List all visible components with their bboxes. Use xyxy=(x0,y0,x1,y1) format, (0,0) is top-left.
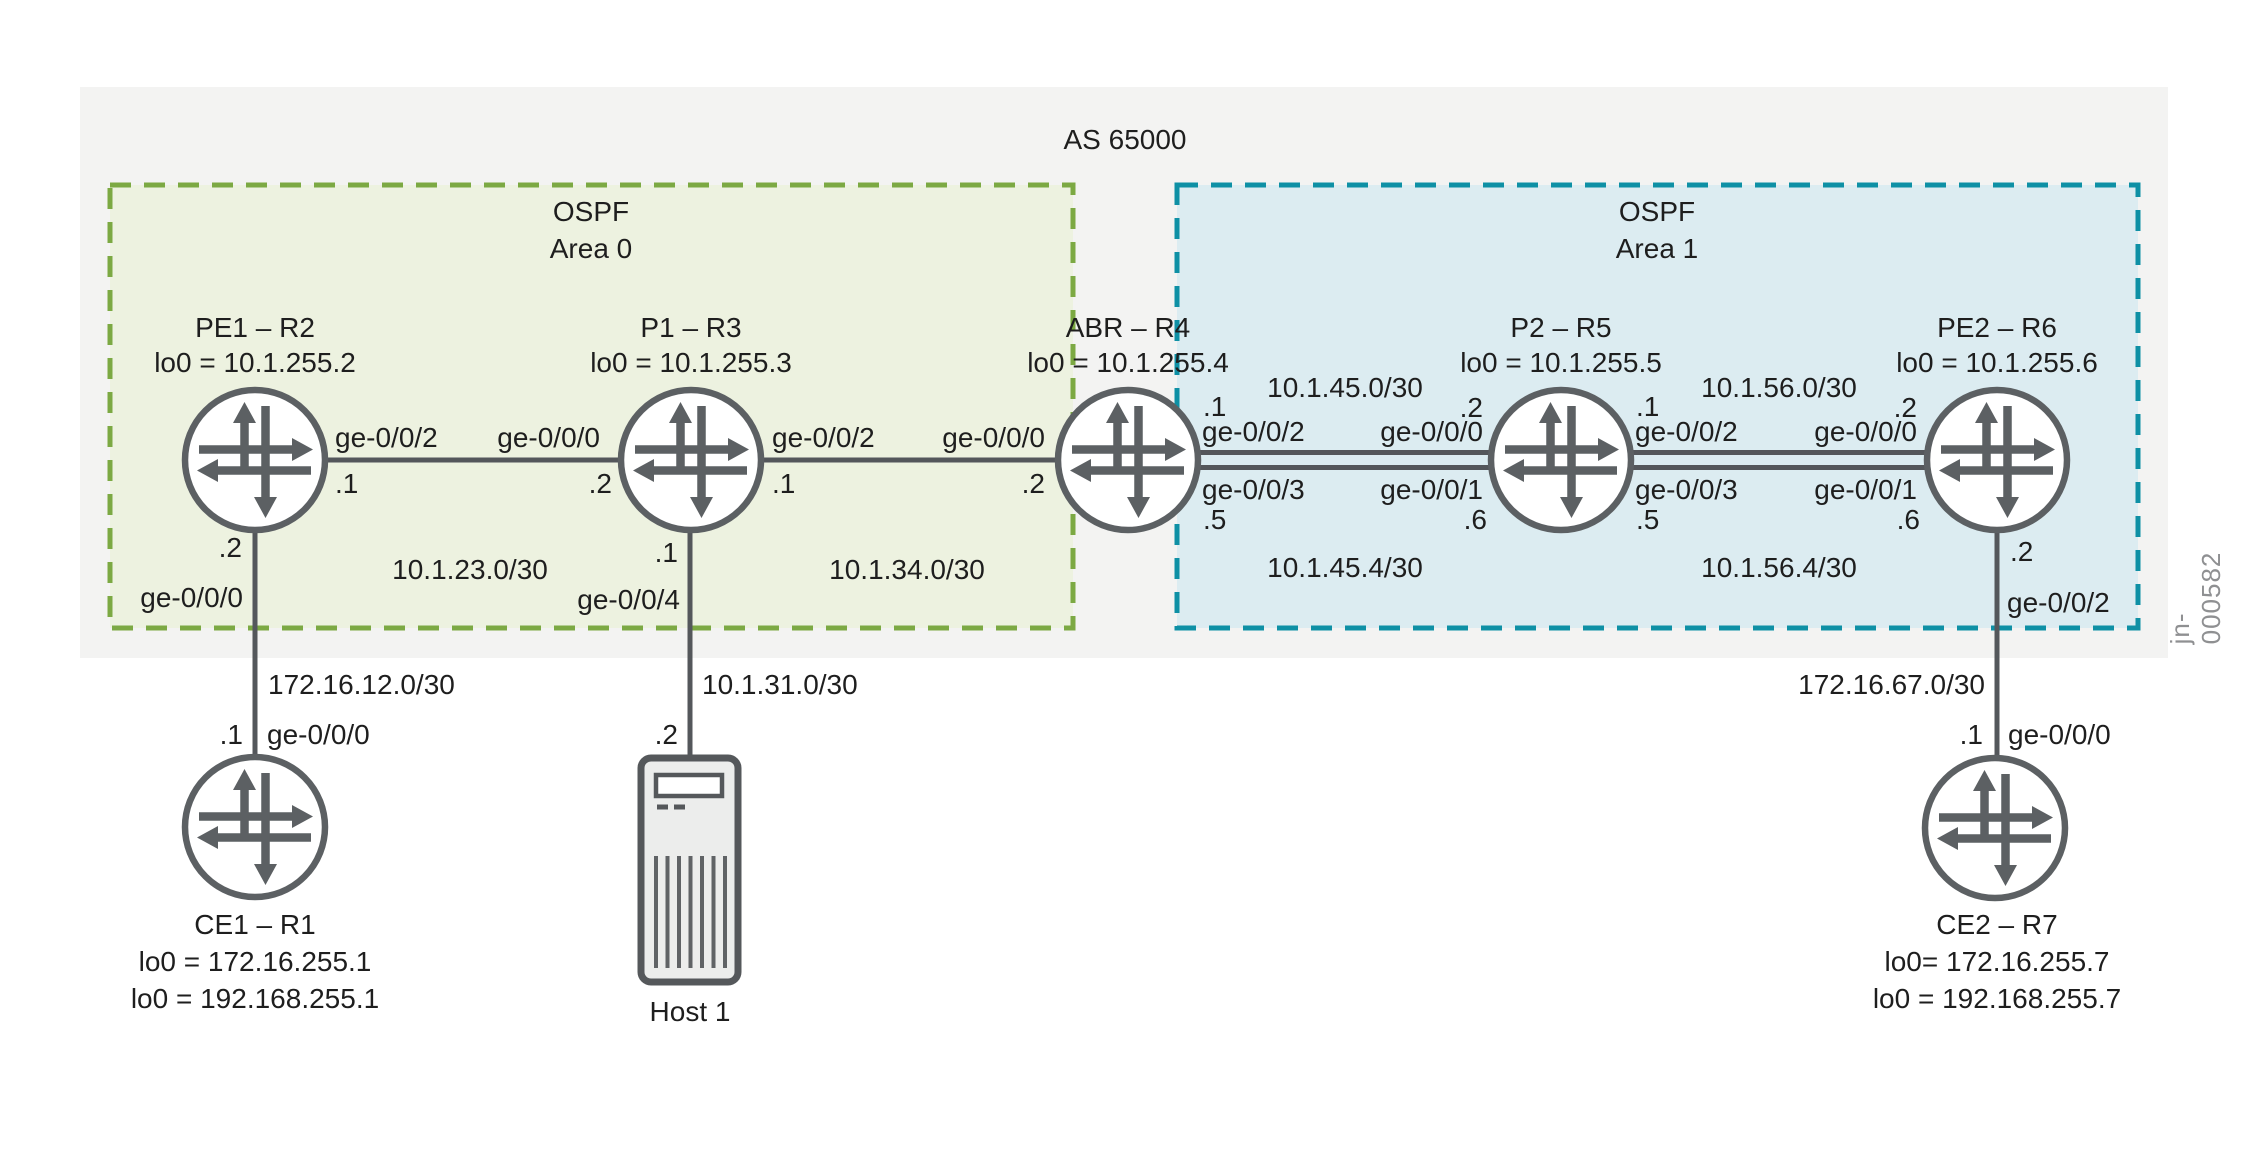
if-p2-ge001: ge-0/0/1 xyxy=(1380,474,1483,505)
if-pe2-ge002: ge-0/0/2 xyxy=(2007,587,2110,618)
ip-p2-ge002: .1 xyxy=(1636,391,1660,422)
ip-ce1-ge000: .1 xyxy=(219,719,243,750)
ip-p2-ge001: .6 xyxy=(1463,504,1487,535)
area0-protocol-label: OSPF xyxy=(552,196,630,227)
router-lo0-pe2: lo0 = 10.1.255.6 xyxy=(1896,347,2098,378)
router-lo0-pe1: lo0 = 10.1.255.2 xyxy=(154,347,356,378)
subnet-p1-host1: 10.1.31.0/30 xyxy=(702,669,858,700)
router-icon-p2 xyxy=(1491,390,1631,530)
ip-p2-ge003: .5 xyxy=(1636,504,1660,535)
router-name-p2: P2 – R5 xyxy=(1510,312,1612,343)
router-lo0-p1: lo0 = 10.1.255.3 xyxy=(590,347,792,378)
subnet-p2-pe2-top: 10.1.56.0/30 xyxy=(1701,372,1857,403)
if-p2-ge002: ge-0/0/2 xyxy=(1635,416,1738,447)
router-name-p1: P1 – R3 xyxy=(640,312,742,343)
subnet-p1-abr: 10.1.34.0/30 xyxy=(829,554,985,585)
host-icon xyxy=(637,754,742,986)
if-abr-ge000: ge-0/0/0 xyxy=(942,422,1045,453)
router-name-ce2: CE2 – R7 xyxy=(1936,909,2058,940)
ip-p2-ge000: .2 xyxy=(1459,392,1483,423)
as-label: AS 65000 xyxy=(1063,124,1187,155)
ip-abr-ge002: .1 xyxy=(1203,391,1227,422)
area0-name-label: Area 0 xyxy=(549,233,633,264)
ip-pe2-ge001: .6 xyxy=(1896,504,1920,535)
if-p1-ge000: ge-0/0/0 xyxy=(497,422,600,453)
if-pe1-ge002: ge-0/0/2 xyxy=(335,422,438,453)
router-name-pe1: PE1 – R2 xyxy=(195,312,315,343)
ip-pe1-ge002: .1 xyxy=(335,468,359,499)
router-lo0a-ce2: lo0= 172.16.255.7 xyxy=(1884,946,2110,977)
ip-abr-ge000: .2 xyxy=(1021,468,1045,499)
if-ce2-ge000: ge-0/0/0 xyxy=(2008,719,2111,750)
subnet-p2-pe2-bottom: 10.1.56.4/30 xyxy=(1701,552,1857,583)
router-name-ce1: CE1 – R1 xyxy=(194,909,316,940)
if-p2-ge000: ge-0/0/0 xyxy=(1380,416,1483,447)
if-ce1-ge000: ge-0/0/0 xyxy=(267,719,370,750)
if-p1-ge002: ge-0/0/2 xyxy=(772,422,875,453)
subnet-pe1-p1: 10.1.23.0/30 xyxy=(392,554,548,585)
ip-abr-ge003: .5 xyxy=(1203,504,1227,535)
subnet-abr-p2-top: 10.1.45.0/30 xyxy=(1267,372,1423,403)
if-abr-ge003: ge-0/0/3 xyxy=(1202,474,1305,505)
if-p1-ge004: ge-0/0/4 xyxy=(577,584,680,615)
ip-host1: .2 xyxy=(654,719,678,750)
subnet-abr-p2-bottom: 10.1.45.4/30 xyxy=(1267,552,1423,583)
ip-pe2-ge002: .2 xyxy=(2010,536,2034,567)
router-name-pe2: PE2 – R6 xyxy=(1937,312,2057,343)
if-pe2-ge001: ge-0/0/1 xyxy=(1814,474,1917,505)
router-lo0a-ce1: lo0 = 172.16.255.1 xyxy=(138,946,372,977)
ip-p1-ge004: .1 xyxy=(654,537,678,568)
ip-p1-ge000: .2 xyxy=(588,468,612,499)
subnet-pe1-ce1: 172.16.12.0/30 xyxy=(268,669,455,700)
router-icon-pe2 xyxy=(1927,390,2067,530)
router-lo0-p2: lo0 = 10.1.255.5 xyxy=(1460,347,1662,378)
figure-code-label: jn-000582 xyxy=(2165,551,2226,645)
router-lo0-abr: lo0 = 10.1.255.4 xyxy=(1027,347,1229,378)
router-icon-ce1 xyxy=(185,757,325,897)
ip-pe2-ge000: .2 xyxy=(1893,392,1917,423)
router-icon-abr xyxy=(1058,390,1198,530)
router-icon-p1 xyxy=(621,390,761,530)
subnet-pe2-ce2: 172.16.67.0/30 xyxy=(1798,669,1985,700)
host-name-label: Host 1 xyxy=(649,996,731,1027)
router-icon-ce2 xyxy=(1925,758,2065,898)
if-p2-ge003: ge-0/0/3 xyxy=(1635,474,1738,505)
router-icon-pe1 xyxy=(185,390,325,530)
ip-pe1-ge000: .2 xyxy=(218,532,242,563)
if-pe2-ge000: ge-0/0/0 xyxy=(1814,416,1917,447)
if-abr-ge002: ge-0/0/2 xyxy=(1202,416,1305,447)
router-name-abr: ABR – R4 xyxy=(1065,312,1191,343)
ip-ce2-ge000: .1 xyxy=(1959,719,1983,750)
area1-protocol-label: OSPF xyxy=(1618,196,1696,227)
if-pe1-ge000: ge-0/0/0 xyxy=(140,582,243,613)
area1-name-label: Area 1 xyxy=(1615,233,1699,264)
router-lo0b-ce1: lo0 = 192.168.255.1 xyxy=(130,983,380,1014)
router-lo0b-ce2: lo0 = 192.168.255.7 xyxy=(1872,983,2122,1014)
ip-p1-ge002: .1 xyxy=(772,468,796,499)
